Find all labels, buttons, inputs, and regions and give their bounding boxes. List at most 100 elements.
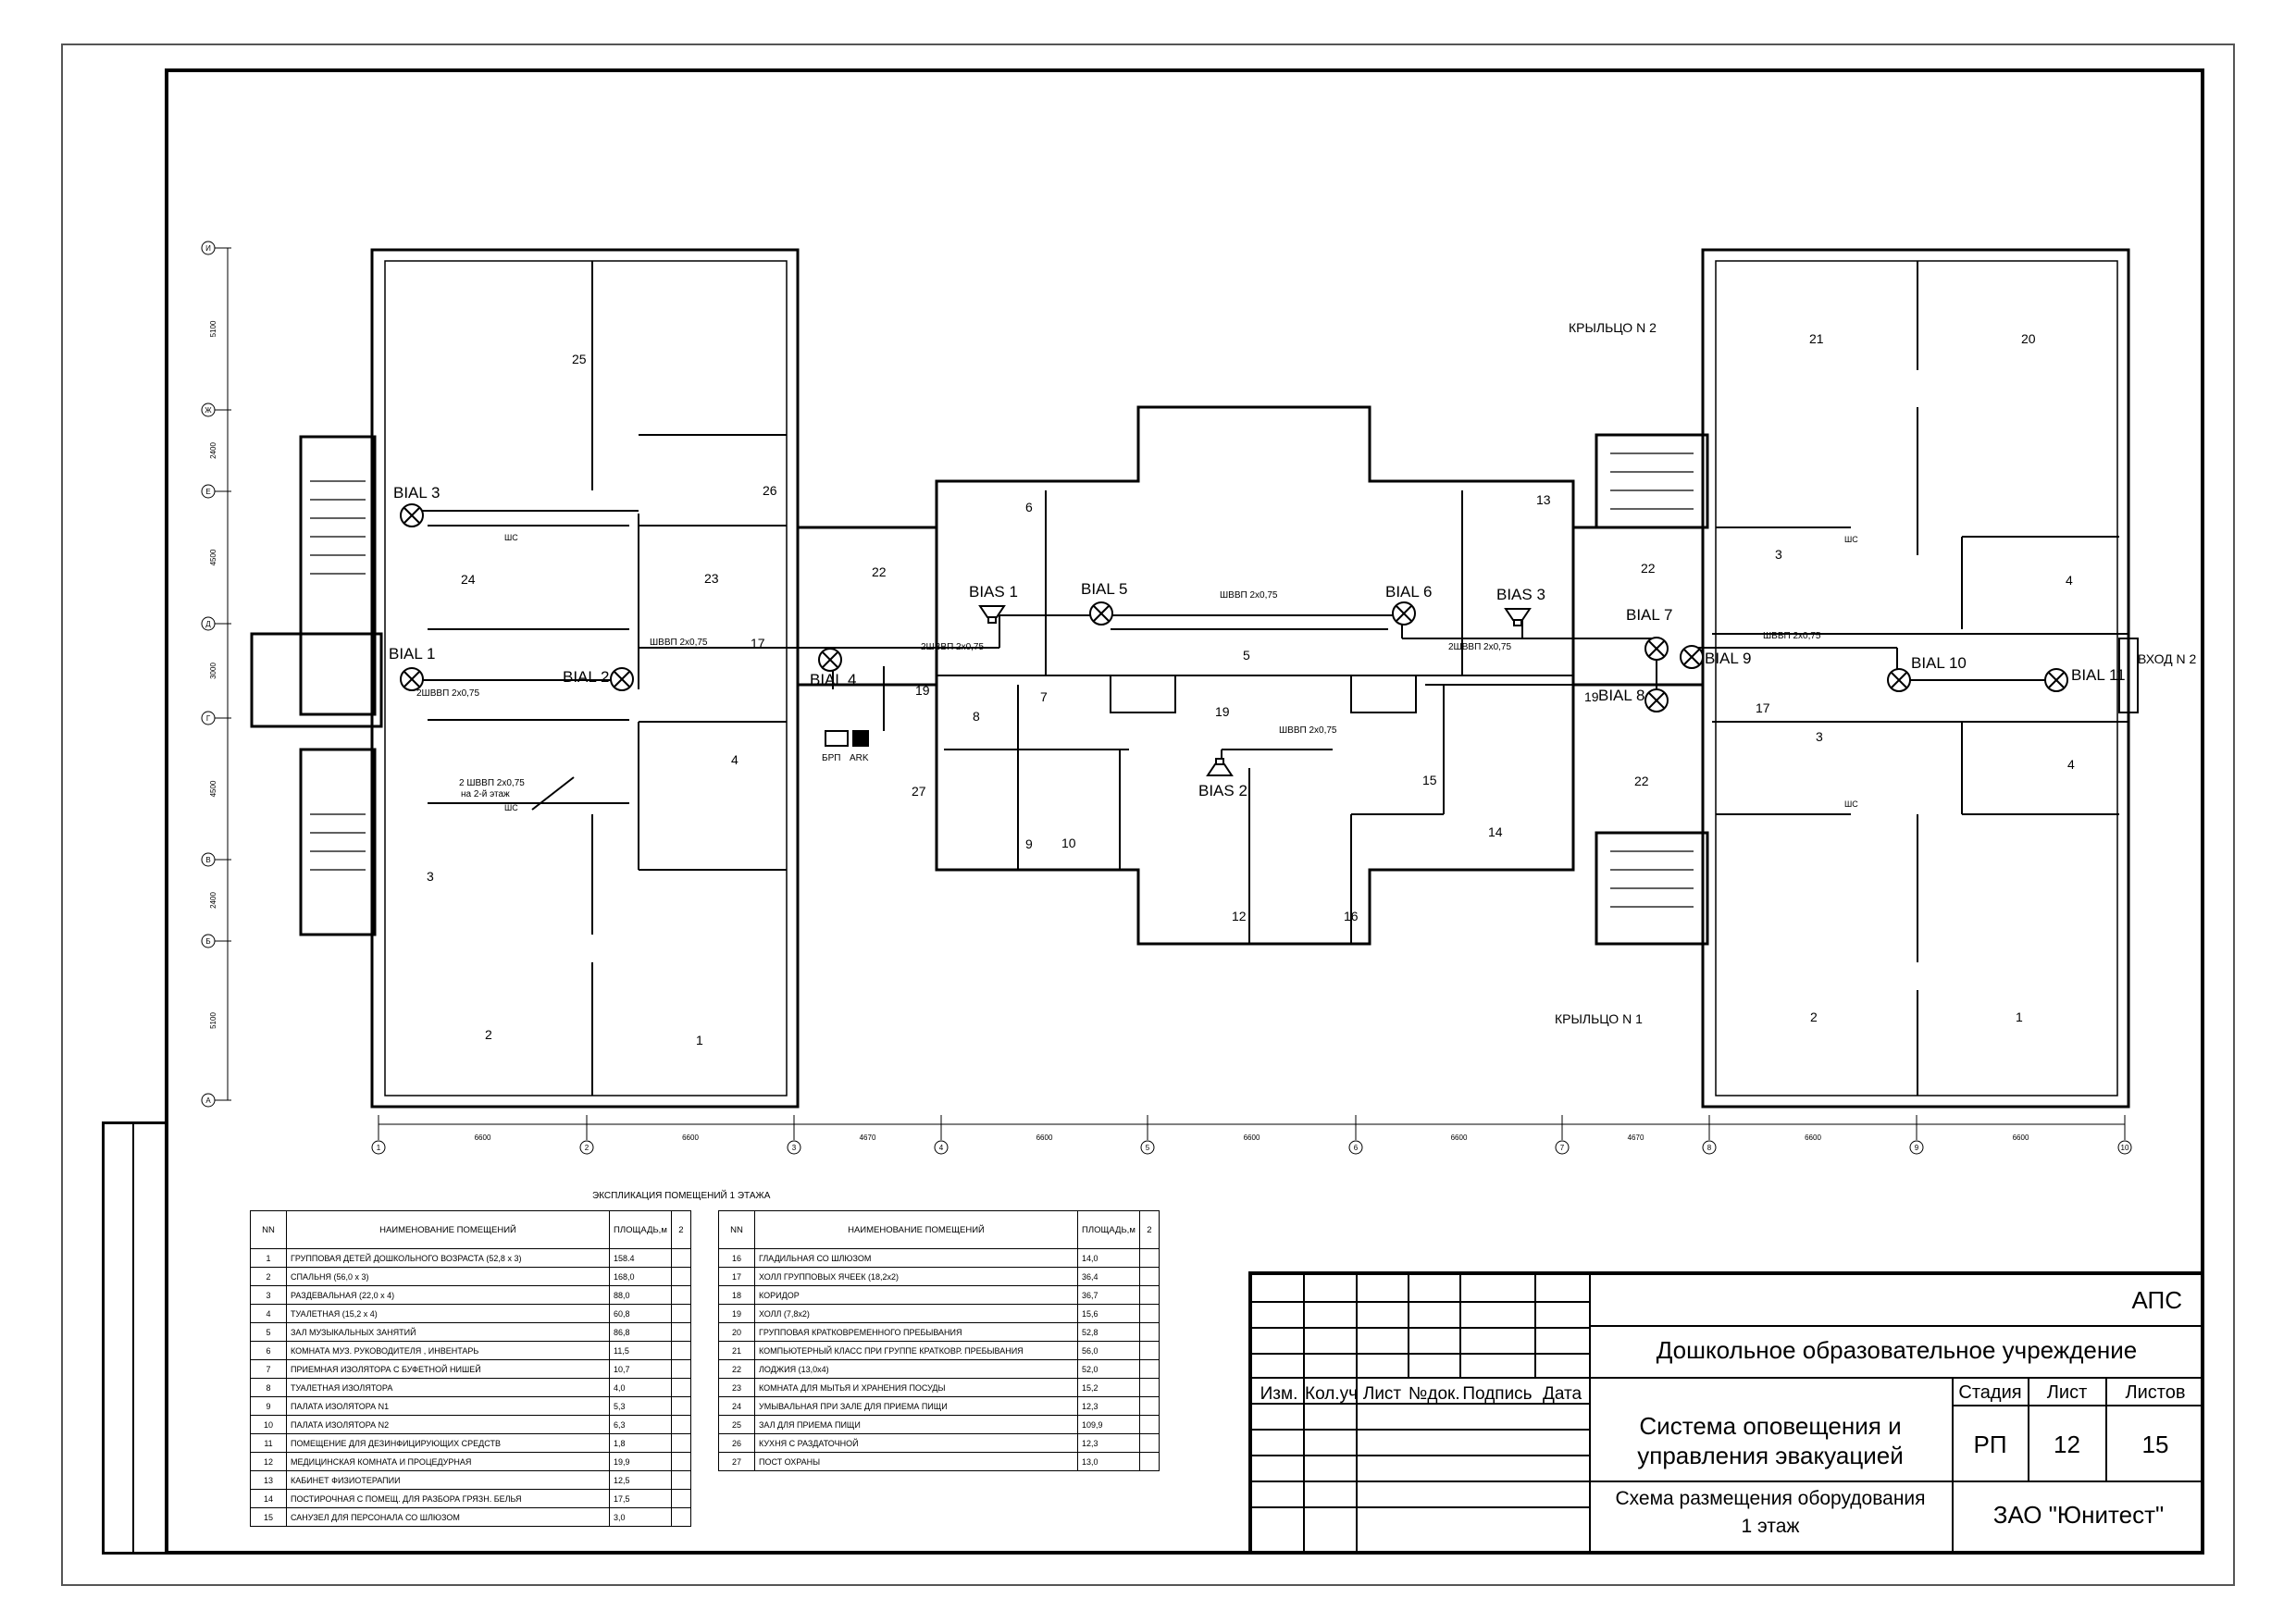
room-number: 1 <box>696 1033 703 1047</box>
light-annunciator-icon <box>1644 688 1669 712</box>
legend-cell-area: 4,0 <box>609 1378 672 1397</box>
legend-cell-area: 15,6 <box>1077 1304 1140 1323</box>
porch-2 <box>1595 433 1709 529</box>
col-axis-label: 3 <box>792 1144 797 1152</box>
bial-5-label: BIAL 5 <box>1081 580 1127 598</box>
legend-cell-area: 158.4 <box>609 1248 672 1268</box>
room-number: 19 <box>1584 689 1599 704</box>
shc-label-3: ШС <box>1844 535 1858 544</box>
bial-1-label: BIAL 1 <box>389 645 435 663</box>
legend-cell-name: КОРИДОР <box>754 1285 1078 1305</box>
legend-cell-extra <box>670 1341 691 1360</box>
porch-1 <box>1595 831 1709 946</box>
col-axis-marker <box>579 1140 594 1155</box>
room-number: 10 <box>1061 836 1076 850</box>
legend-cell-nn: 18 <box>718 1285 755 1305</box>
col-axis-label: 4 <box>939 1144 944 1152</box>
light-annunciator-icon <box>1644 637 1669 661</box>
bial-2-label: BIAL 2 <box>563 668 609 686</box>
legend-cell-extra <box>670 1285 691 1305</box>
col-axis-label: 1 <box>377 1144 381 1152</box>
legend-cell-area: 12,3 <box>1077 1433 1140 1453</box>
room-number: 4 <box>2066 573 2073 588</box>
col-axis-marker <box>1348 1140 1363 1155</box>
legend-cell-name: ТУАЛЕТНАЯ ИЗОЛЯТОРА <box>286 1378 610 1397</box>
legend-cell-nn: 12 <box>250 1452 287 1471</box>
col-dimension-label: 6600 <box>475 1134 491 1142</box>
legend-header-unit: 2 <box>670 1210 691 1249</box>
col-axis-label: 5 <box>1146 1144 1150 1152</box>
room-number: 20 <box>2021 331 2036 346</box>
sheet-label: Лист <box>2046 1382 2088 1403</box>
legend-cell-extra <box>1138 1415 1160 1434</box>
bias-2-label: BIAS 2 <box>1198 782 1247 799</box>
legend-cell-nn: 10 <box>250 1415 287 1434</box>
legend-cell-extra <box>670 1378 691 1397</box>
legend-cell-nn: 20 <box>718 1322 755 1342</box>
col-dimension-label: 6600 <box>1244 1134 1260 1142</box>
legend-cell-area: 56,0 <box>1077 1341 1140 1360</box>
legend-cell-nn: 6 <box>250 1341 287 1360</box>
light-annunciator-icon <box>818 648 842 672</box>
room-number: 3 <box>1816 729 1823 744</box>
col-axis-label: 7 <box>1560 1144 1565 1152</box>
legend-cell-nn: 24 <box>718 1396 755 1416</box>
legend-cell-area: 109,9 <box>1077 1415 1140 1434</box>
legend-title: ЭКСПЛИКАЦИЯ ПОМЕЩЕНИЙ 1 ЭТАЖА <box>592 1191 771 1201</box>
company-name: ЗАО "Юнитест" <box>1992 1501 2165 1529</box>
drawing-frame <box>165 68 2204 1555</box>
speaker-icon <box>1504 608 1532 626</box>
legend-cell-area: 6,3 <box>609 1415 672 1434</box>
legend-cell-nn: 8 <box>250 1378 287 1397</box>
legend-cell-name: КАБИНЕТ ФИЗИОТЕРАПИИ <box>286 1470 610 1490</box>
bial-4-label: BIAL 4 <box>810 671 856 688</box>
legend-cell-name: ЗАЛ МУЗЫКАЛЬНЫХ ЗАНЯТИЙ <box>286 1322 610 1342</box>
legend-cell-area: 12,3 <box>1077 1396 1140 1416</box>
room-number: 19 <box>1215 704 1230 719</box>
legend-cell-name: КОМНАТА МУЗ. РУКОВОДИТЕЛЯ , ИНВЕНТАРЬ <box>286 1341 610 1360</box>
legend-cell-area: 11,5 <box>609 1341 672 1360</box>
row-dimension-label: 4500 <box>209 780 217 797</box>
row-axis-label: В <box>205 856 210 864</box>
legend-cell-nn: 23 <box>718 1378 755 1397</box>
bial-6-label: BIAL 6 <box>1385 583 1432 601</box>
legend-cell-extra <box>1138 1433 1160 1453</box>
central-block-outline <box>935 405 1575 946</box>
legend-cell-extra <box>1138 1359 1160 1379</box>
legend-cell-extra <box>670 1322 691 1342</box>
legend-cell-nn: 15 <box>250 1507 287 1527</box>
room-number: 9 <box>1025 836 1033 851</box>
row-axis-label: Д <box>205 620 211 628</box>
room-number: 23 <box>704 571 719 586</box>
sheet-number: 12 <box>2054 1431 2080 1458</box>
legend-cell-area: 3,0 <box>609 1507 672 1527</box>
drawing-title-line2: 1 этаж <box>1741 1516 1800 1537</box>
legend-cell-extra <box>670 1470 691 1490</box>
light-annunciator-icon <box>1680 645 1704 669</box>
legend-cell-area: 15,2 <box>1077 1378 1140 1397</box>
shc-label-2: ШС <box>504 803 518 812</box>
col-axis-marker <box>1555 1140 1570 1155</box>
row-axis-label: Б <box>205 937 210 946</box>
row-axis-label: Г <box>206 714 211 723</box>
room-number: 24 <box>461 572 476 587</box>
light-annunciator-icon <box>400 503 424 527</box>
legend-cell-name: РАЗДЕВАЛЬНАЯ (22,0 х 4) <box>286 1285 610 1305</box>
entrance-2-label: ВХОД N 2 <box>2138 651 2197 666</box>
col-axis-label: 8 <box>1707 1144 1712 1152</box>
col-axis-marker <box>934 1140 949 1155</box>
sheets-label: Листов <box>2125 1382 2186 1403</box>
legend-cell-area: 86,8 <box>609 1322 672 1342</box>
legend-header-nn: NN <box>250 1210 287 1249</box>
cable-label-5: 2ШВВП 2х0,75 <box>1448 642 1511 652</box>
room-number: 17 <box>1756 700 1770 715</box>
